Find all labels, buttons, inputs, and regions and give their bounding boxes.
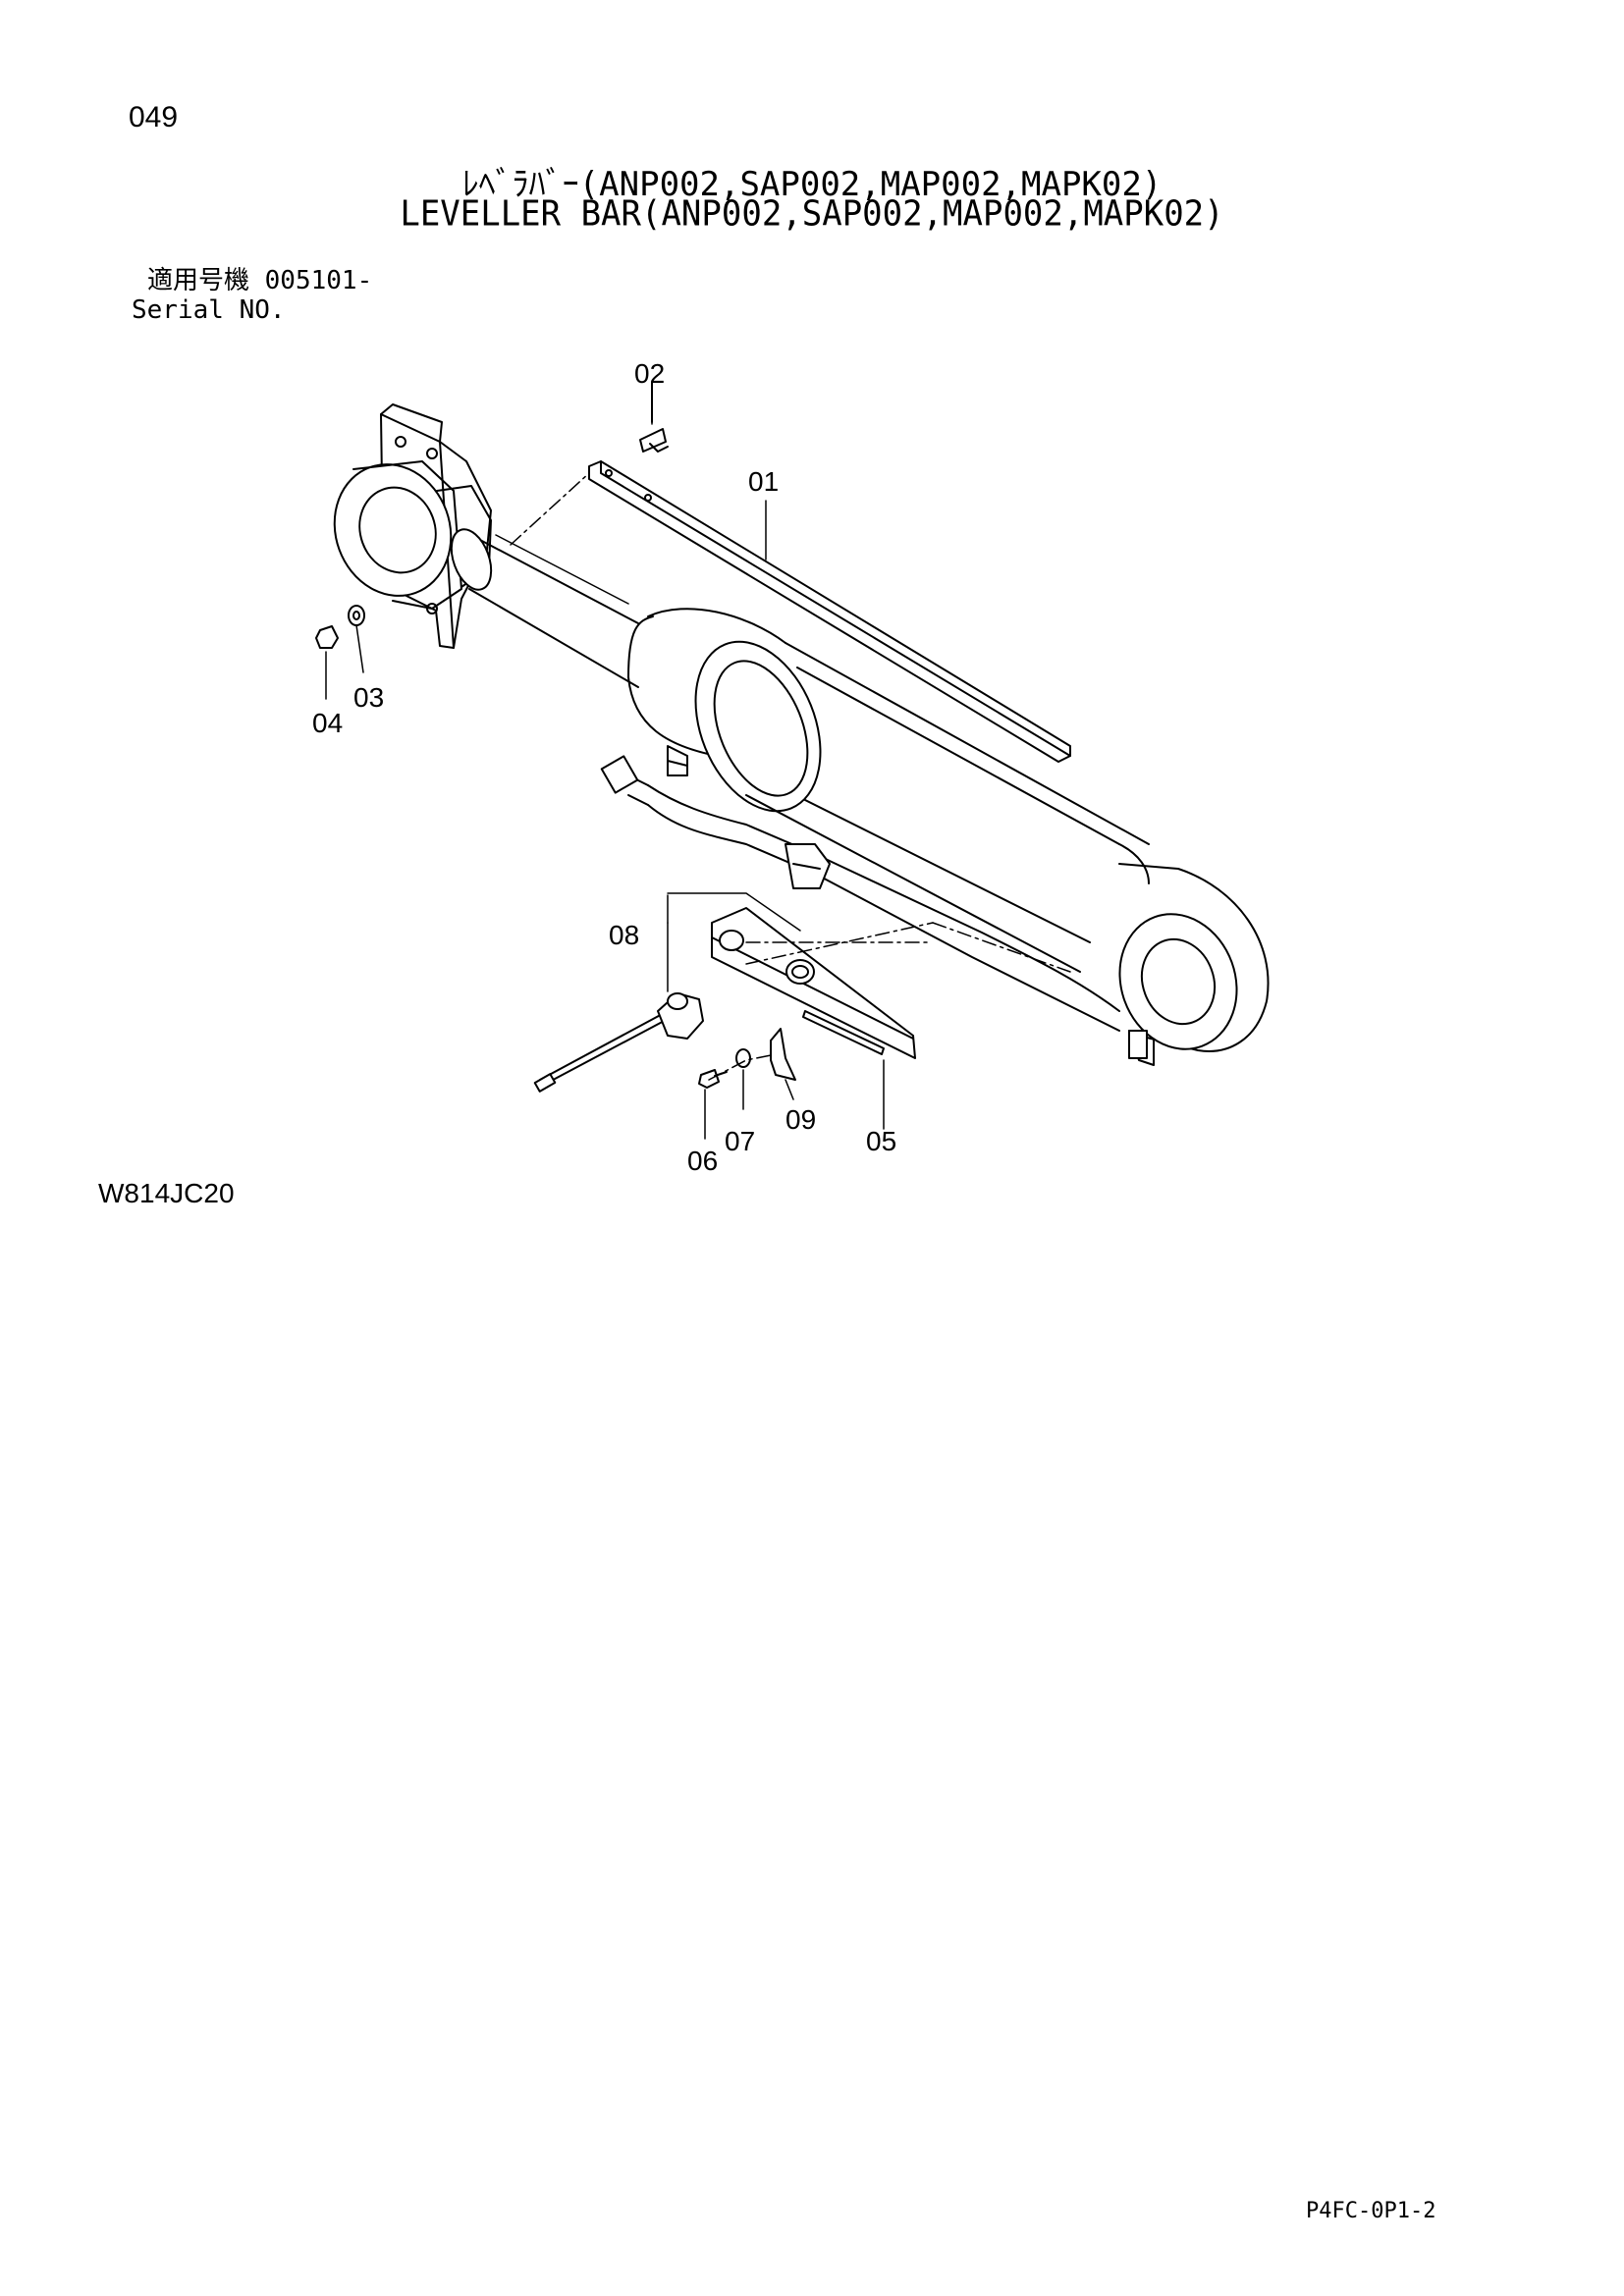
serial-label-japanese: 適用号機 005101- — [147, 266, 373, 295]
alignment-lines — [510, 472, 1071, 1081]
nut-04 — [315, 625, 339, 649]
figure-code: W814JC20 — [98, 1178, 235, 1208]
washer-03 — [348, 605, 365, 626]
title-english: LEVELLER BAR(ANP002,SAP002,MAP002,MAPK02… — [400, 193, 1224, 235]
leveller-bar-01 — [588, 460, 1071, 763]
rod-end-eye-left — [333, 460, 492, 610]
page-code: P4FC-0P1-2 — [1306, 2199, 1436, 2223]
part-label-03: 03 — [353, 682, 384, 713]
part-label-02: 02 — [634, 358, 665, 389]
part-label-01: 01 — [748, 466, 779, 497]
page-number: 049 — [129, 101, 179, 133]
washer-07 — [735, 1048, 751, 1068]
bolt-02 — [639, 382, 669, 453]
part-label-07: 07 — [725, 1126, 755, 1156]
head-end-eye-right — [1118, 863, 1270, 1066]
cylinder-tube — [627, 608, 1150, 973]
parts-diagram: 02 01 03 04 08 09 05 07 06 — [312, 358, 1270, 1176]
title-japanese: ﾚﾍﾞﾗﾊﾞｰ(ANP002,SAP002,MAP002,MAPK02) — [461, 165, 1163, 204]
serial-label-english: Serial NO. — [132, 295, 286, 325]
hydraulic-pipe — [600, 745, 1120, 1032]
part-label-04: 04 — [312, 708, 343, 738]
part-label-08: 08 — [609, 920, 639, 950]
clip-09 — [770, 1028, 796, 1081]
part-label-05: 05 — [866, 1126, 896, 1156]
bolt-06 — [698, 1069, 728, 1089]
leader-lines — [325, 382, 885, 1140]
part-label-06: 06 — [687, 1146, 718, 1176]
bracket-05 — [711, 907, 916, 1059]
cylinder-rod — [450, 528, 639, 688]
sensor-08 — [533, 959, 815, 1093]
part-label-09: 09 — [785, 1104, 816, 1135]
